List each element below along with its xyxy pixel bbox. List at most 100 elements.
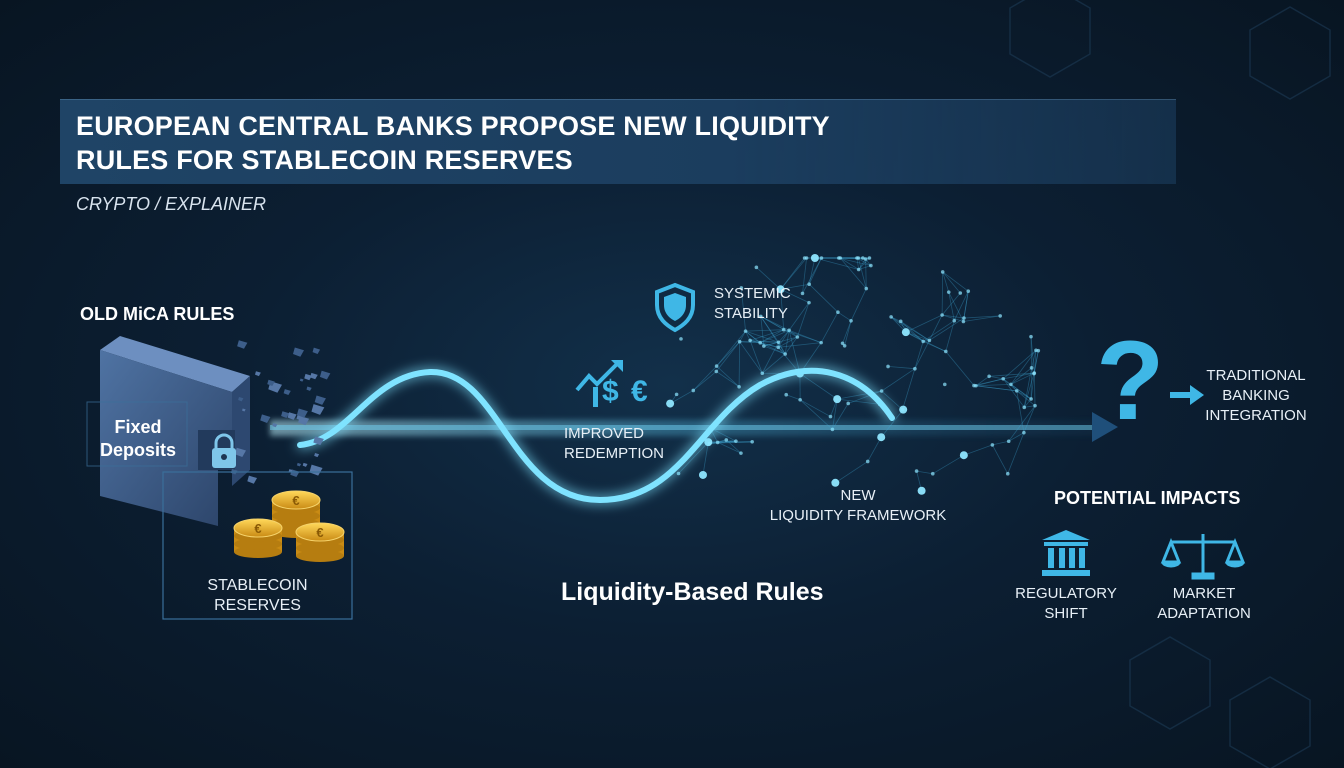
network-link <box>693 371 717 391</box>
network-link <box>739 341 763 374</box>
deposits-frame <box>86 401 188 467</box>
debris-fragment <box>314 453 320 458</box>
network-node <box>804 256 809 260</box>
background-hexagons <box>1009 0 1331 768</box>
network-node <box>828 414 833 419</box>
network-link <box>760 316 790 331</box>
network-node <box>1033 403 1037 408</box>
debris-fragment <box>314 395 326 405</box>
network-node <box>1006 439 1011 444</box>
network-link <box>1033 350 1037 374</box>
debris-fragment <box>319 370 331 380</box>
network-link <box>932 454 965 475</box>
network-link <box>820 312 839 343</box>
integration-line-1: TRADITIONAL <box>1206 367 1306 384</box>
network-node <box>758 314 763 319</box>
network-link <box>865 258 867 289</box>
network-node <box>1022 430 1026 435</box>
network-link <box>1002 349 1037 380</box>
network-node <box>836 310 840 315</box>
network-link <box>788 330 801 374</box>
network-node <box>889 315 893 319</box>
network-link <box>963 291 969 319</box>
network-node <box>666 399 675 408</box>
network-node <box>760 371 765 376</box>
network-link <box>763 345 786 355</box>
network-node <box>743 329 748 333</box>
debris-fragment <box>296 462 302 467</box>
network-link <box>929 317 965 341</box>
network-node <box>800 291 805 296</box>
debris-fragment <box>254 371 261 377</box>
network-link <box>1003 372 1035 380</box>
question-mark-icon: ? <box>1096 318 1165 443</box>
currency-icon: $ € <box>602 375 650 408</box>
network-node <box>762 344 766 348</box>
network-link <box>750 339 779 343</box>
network-node <box>865 459 870 464</box>
network-node <box>972 383 976 388</box>
network-node <box>776 340 781 345</box>
market-adaptation-label: MARKET ADAPTATION <box>1148 584 1260 624</box>
network-node <box>714 364 719 368</box>
network-link <box>973 378 1004 386</box>
network-link <box>808 257 816 285</box>
network-link <box>710 427 737 442</box>
network-link <box>745 329 784 332</box>
network-node <box>831 478 840 487</box>
coin-face <box>233 518 283 538</box>
network-link <box>902 368 916 410</box>
network-node <box>734 439 738 443</box>
title-banner <box>60 99 1176 184</box>
network-link <box>778 329 790 343</box>
network-link <box>738 341 741 387</box>
network-node <box>961 319 966 324</box>
network-node <box>877 433 886 442</box>
network-node <box>946 290 951 294</box>
network-link <box>1024 405 1036 408</box>
network-link <box>1016 390 1036 406</box>
network-node <box>1029 334 1033 339</box>
debris-fragment <box>237 340 248 349</box>
network-link <box>942 271 950 293</box>
regulatory-shift-label: REGULATORY SHIFT <box>1010 584 1122 624</box>
network-link <box>1016 390 1032 400</box>
debris-fragment <box>310 372 318 380</box>
network-link <box>948 292 955 321</box>
regulatory-line-2: SHIFT <box>1044 605 1088 622</box>
page-title: EUROPEAN CENTRAL BANKS PROPOSE NEW LIQUI… <box>76 109 830 177</box>
network-link <box>942 271 969 292</box>
systemic-line-1: SYSTEMIC <box>714 285 791 302</box>
network-link <box>922 320 955 342</box>
network-node <box>944 349 948 354</box>
network-link <box>973 385 1017 392</box>
network-link <box>749 329 784 341</box>
network-node <box>1001 377 1006 381</box>
network-node <box>899 405 908 414</box>
network-link <box>905 331 930 341</box>
network-node <box>698 470 707 479</box>
network-node <box>1029 366 1034 370</box>
network-link <box>838 257 871 266</box>
network-node <box>754 265 759 270</box>
network-link <box>963 444 993 456</box>
bank-icon <box>1042 530 1090 576</box>
network-node <box>679 337 683 341</box>
network-link <box>784 330 790 355</box>
network-link <box>780 289 785 330</box>
debris-fragment <box>272 423 278 428</box>
network-node <box>758 340 762 345</box>
network-link <box>788 329 822 344</box>
network-link <box>842 320 852 344</box>
network-link <box>1033 350 1039 374</box>
stablecoin-reserves-label: STABLECOIN RESERVES <box>180 576 335 616</box>
network-link <box>716 371 740 388</box>
network-link <box>880 409 904 438</box>
network-node <box>739 286 744 290</box>
network-link <box>963 315 1001 319</box>
network-node <box>966 289 971 294</box>
network-node <box>987 374 991 379</box>
network-link <box>1008 432 1025 442</box>
network-link <box>837 398 880 405</box>
